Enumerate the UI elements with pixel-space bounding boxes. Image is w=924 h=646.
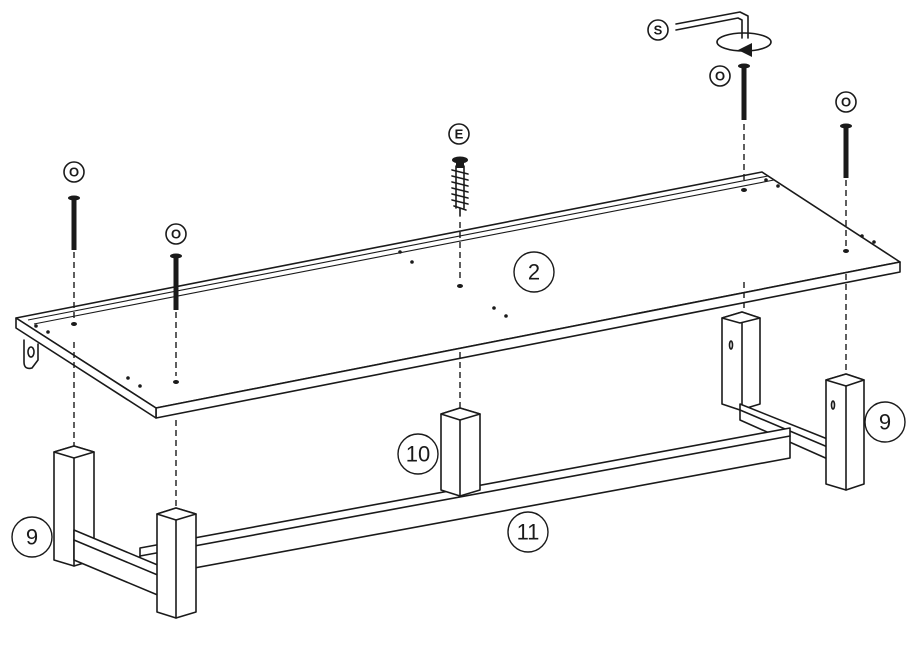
svg-text:9: 9 (26, 525, 38, 550)
callout-part-11: 11 (507, 511, 549, 553)
allen-key-icon (675, 11, 772, 57)
top-panel (15, 171, 901, 419)
callout-e: E (448, 123, 470, 145)
callout-o-4: O (835, 91, 857, 113)
callout-o-2: O (165, 223, 187, 245)
svg-text:2: 2 (528, 260, 540, 285)
svg-text:9: 9 (879, 410, 891, 435)
svg-text:10: 10 (406, 442, 430, 467)
callout-o-3: O (709, 65, 731, 87)
screw-o-2 (170, 253, 182, 310)
svg-text:O: O (715, 69, 725, 84)
screw-o-3 (738, 63, 750, 120)
svg-text:E: E (455, 127, 464, 142)
screw-o-4 (840, 123, 852, 178)
callout-part-10: 10 (397, 433, 439, 475)
leg-center (440, 407, 481, 497)
callout-o-1: O (63, 161, 85, 183)
leg-front-right (825, 373, 865, 491)
svg-text:11: 11 (517, 520, 540, 545)
alignment-lines (73, 124, 847, 508)
screw-e (451, 156, 469, 217)
callout-part-2: 2 (513, 251, 555, 293)
leg-left (53, 445, 197, 619)
screw-o-1 (68, 195, 80, 250)
svg-text:S: S (654, 23, 663, 38)
svg-text:O: O (841, 95, 851, 110)
svg-text:O: O (69, 165, 79, 180)
callout-part-9-left: 9 (11, 516, 53, 558)
callout-part-9-right: 9 (864, 401, 906, 443)
panel-holes (34, 178, 876, 388)
svg-text:O: O (171, 227, 181, 242)
callout-s: S (647, 19, 669, 41)
